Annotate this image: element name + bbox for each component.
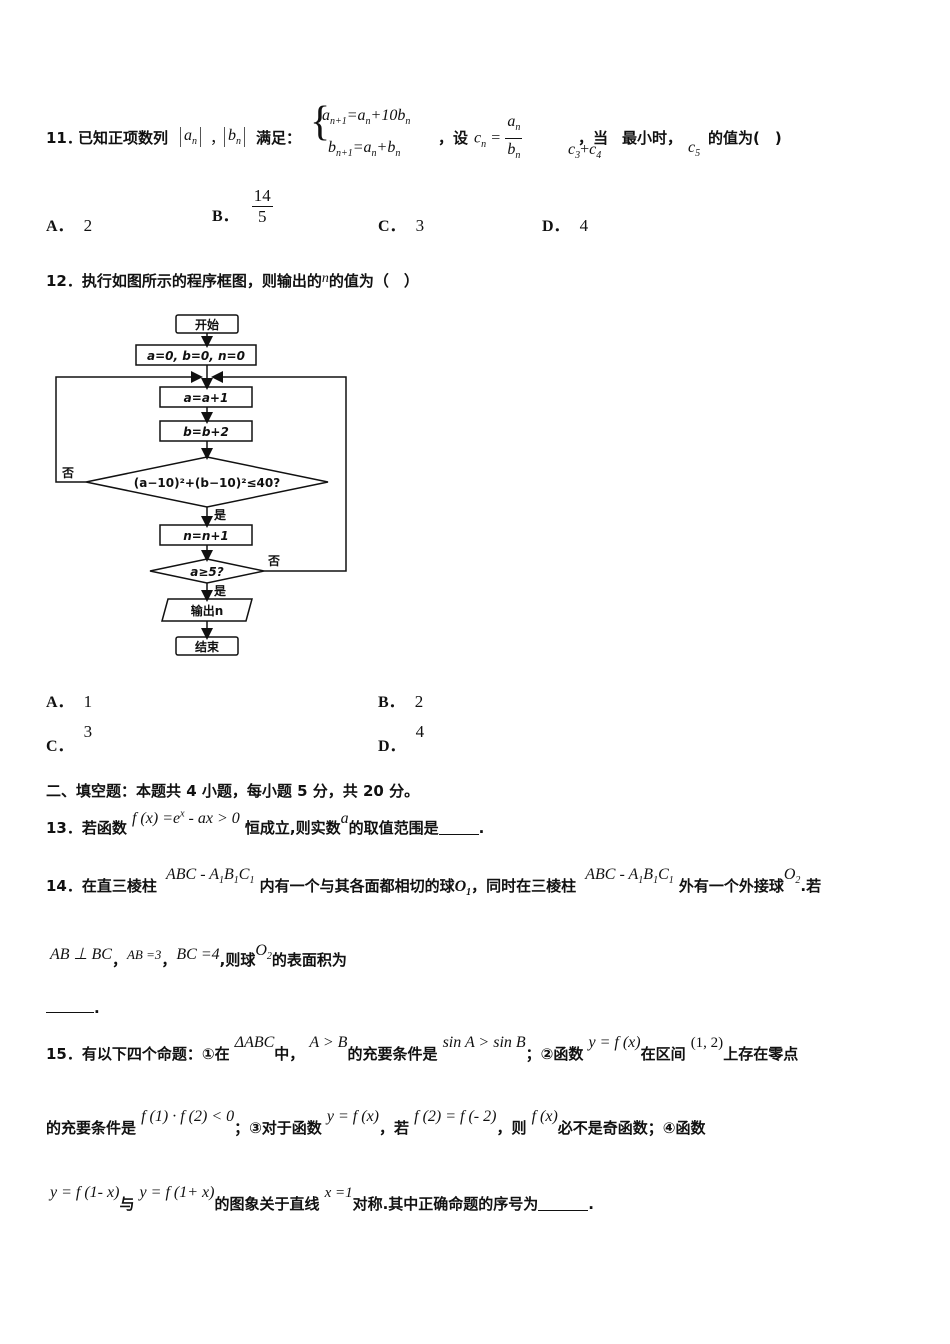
q12-text1: 执行如图所示的程序框图，则输出的 bbox=[81, 272, 322, 290]
flow-yes1-label: 是 bbox=[213, 508, 227, 522]
q13-answer-blank[interactable] bbox=[438, 833, 479, 835]
q11-text1: 已知正项数列 bbox=[78, 129, 169, 147]
q11-text4: ，当 bbox=[578, 129, 609, 147]
q12-number: 12． bbox=[46, 272, 82, 290]
flow-end-box bbox=[175, 636, 239, 656]
flow-step1-box bbox=[159, 386, 253, 408]
q11-option-d[interactable]: D．4 bbox=[542, 216, 589, 235]
q14-answer-blank[interactable] bbox=[46, 1011, 94, 1013]
flowchart: 开始 a=0, b=0, n=0 a=a+1 b=b+2 (a−10)²+(b−… bbox=[55, 314, 347, 656]
q13-expr: f (x) =ex - ax > 0 bbox=[131, 808, 240, 827]
q11-option-b[interactable]: B． 14 5 bbox=[212, 186, 273, 226]
q11-fraction: an bn bbox=[505, 113, 523, 161]
q14-prism2: ABC - A1B1C1 bbox=[585, 866, 674, 886]
q14-prism1: ABC - A1B1C1 bbox=[165, 866, 255, 886]
q11-sep: ， bbox=[210, 129, 226, 147]
flow-yes2-label: 是 bbox=[213, 584, 227, 598]
flow-step2-box bbox=[159, 420, 253, 442]
question-14-line2: AB ⊥ BC，AB =3，BC =4,则球O2的表面积为 bbox=[50, 942, 347, 969]
flow-step1-label: a=a+1 bbox=[184, 391, 229, 405]
question-12: 12．执行如图所示的程序框图，则输出的n的值为（ ） bbox=[46, 270, 419, 291]
q12-var: n bbox=[321, 271, 329, 286]
question-13: 13．若函数 f (x) =ex - ax > 0 恒成立,则实数a的取值范围是… bbox=[46, 808, 485, 837]
flow-step2-label: b=b+2 bbox=[183, 425, 229, 439]
q11-eq1: an+1=an+10bn bbox=[322, 107, 411, 127]
q12-text2: 的值为（ ） bbox=[328, 272, 419, 290]
section-2-title: 二、填空题：本题共 4 小题，每小题 5 分，共 20 分。 bbox=[46, 782, 420, 800]
flow-end-label: 结束 bbox=[195, 639, 220, 654]
q11-c-def: cn = an bn bbox=[474, 111, 523, 166]
flow-no1-label: 否 bbox=[61, 466, 74, 480]
q14-o2: O2 bbox=[783, 866, 801, 886]
question-14-line3: . bbox=[46, 998, 100, 1017]
q11-seq-b: bn bbox=[224, 127, 245, 147]
q15-answer-blank[interactable] bbox=[538, 1209, 589, 1211]
q12-option-d[interactable]: D．4 bbox=[378, 722, 425, 755]
flow-start-label: 开始 bbox=[195, 317, 219, 332]
flow-cond2-label: a≥5? bbox=[190, 565, 224, 579]
q11-number: 11． bbox=[46, 129, 82, 147]
flow-no2-label: 否 bbox=[267, 554, 280, 568]
flow-step3-label: n=n+1 bbox=[183, 529, 229, 543]
q11-sum: c3+c4 bbox=[568, 141, 602, 161]
question-15: 15．有以下四个命题：①在 ΔABC中， A > B的充要条件是 sin A >… bbox=[46, 1034, 799, 1063]
q11-option-b-fraction: 14 5 bbox=[251, 186, 273, 226]
flow-cond1-label: (a−10)²+(b−10)²≤40? bbox=[134, 476, 280, 490]
q14-o1: O1 bbox=[454, 878, 472, 898]
q11-text3: ，设 bbox=[438, 129, 469, 147]
q11-text2: 满足： bbox=[256, 129, 302, 147]
q11-system-brace: { bbox=[310, 99, 331, 145]
q11-c5: c5 bbox=[688, 139, 701, 159]
question-11: 11． 已知正项数列 an ， bn 满足： { an+1=an+10bn bn… bbox=[46, 101, 906, 166]
q11-seq-a: an bbox=[180, 127, 201, 147]
q12-option-c[interactable]: C．3 bbox=[46, 722, 93, 755]
q11-option-a[interactable]: A．2 bbox=[46, 216, 93, 235]
flow-init-label: a=0, b=0, n=0 bbox=[147, 349, 245, 363]
q12-option-a[interactable]: A．1 bbox=[46, 692, 93, 711]
question-14: 14．在直三棱柱 ABC - A1B1C1 内有一个与其各面都相切的球O1，同时… bbox=[46, 866, 822, 898]
question-15-line3: y = f (1- x)与 y = f (1+ x)的图象关于直线 x =1对称… bbox=[50, 1184, 594, 1213]
q11-option-c[interactable]: C．3 bbox=[378, 216, 425, 235]
q14-o2b: O2 bbox=[255, 942, 272, 962]
q12-option-b[interactable]: B．2 bbox=[378, 692, 424, 711]
flow-output-box bbox=[161, 598, 253, 622]
q11-text5: 最小时， bbox=[622, 129, 683, 147]
flow-output-label: 输出n bbox=[191, 603, 224, 618]
question-15-line2: 的充要条件是 f (1) · f (2) < 0；③对于函数 y = f (x)… bbox=[46, 1108, 706, 1137]
q11-text6: 的值为( ) bbox=[708, 129, 782, 147]
flow-step3-box bbox=[159, 524, 253, 546]
flow-init-box bbox=[135, 344, 257, 366]
q11-eq2: bn+1=an+bn bbox=[328, 139, 401, 159]
